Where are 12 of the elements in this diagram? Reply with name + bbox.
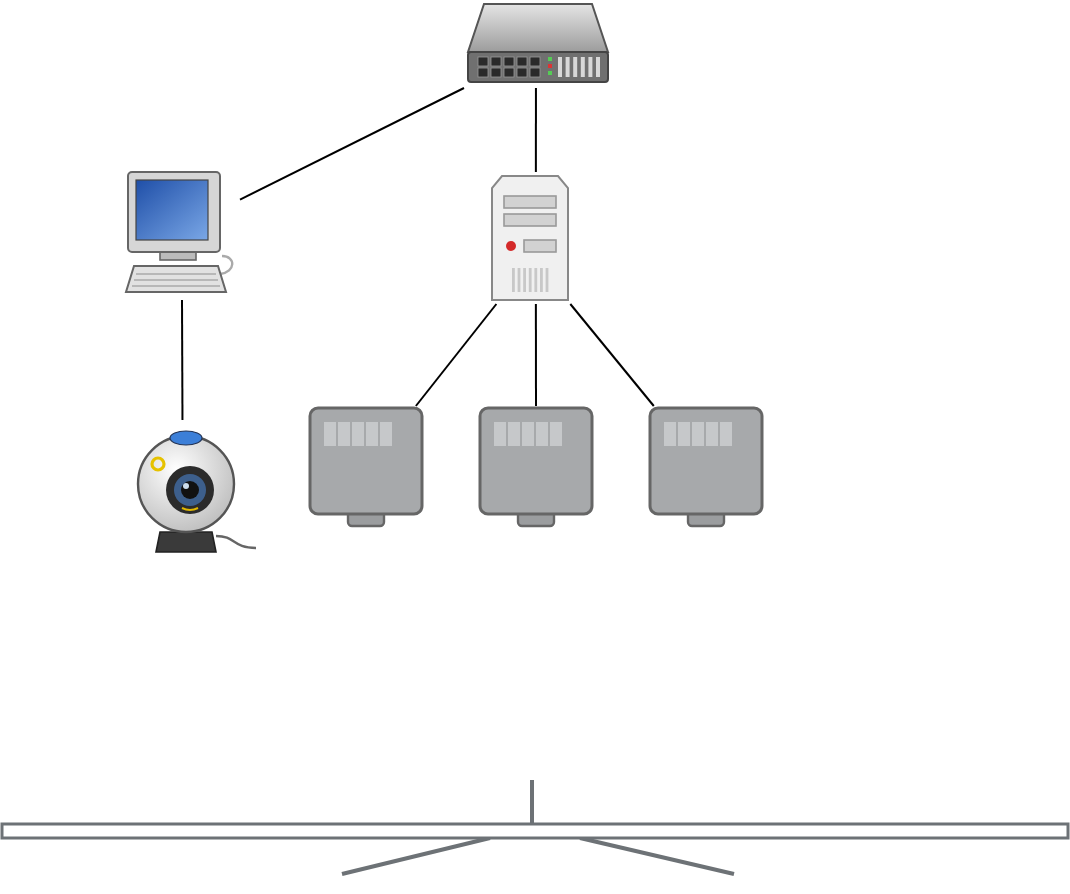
connector-line	[569, 303, 655, 407]
tower-server-icon	[488, 172, 572, 304]
connector-line	[414, 303, 498, 407]
connector-line	[239, 87, 465, 201]
connector-line	[534, 303, 537, 407]
storage-unit-icon	[478, 406, 594, 530]
connector-line	[181, 299, 184, 421]
bar-with-stand	[0, 776, 1070, 876]
storage-unit-icon	[648, 406, 764, 530]
network-switch-icon	[464, 0, 612, 88]
connector-line	[534, 87, 537, 173]
storage-unit-icon	[308, 406, 424, 530]
